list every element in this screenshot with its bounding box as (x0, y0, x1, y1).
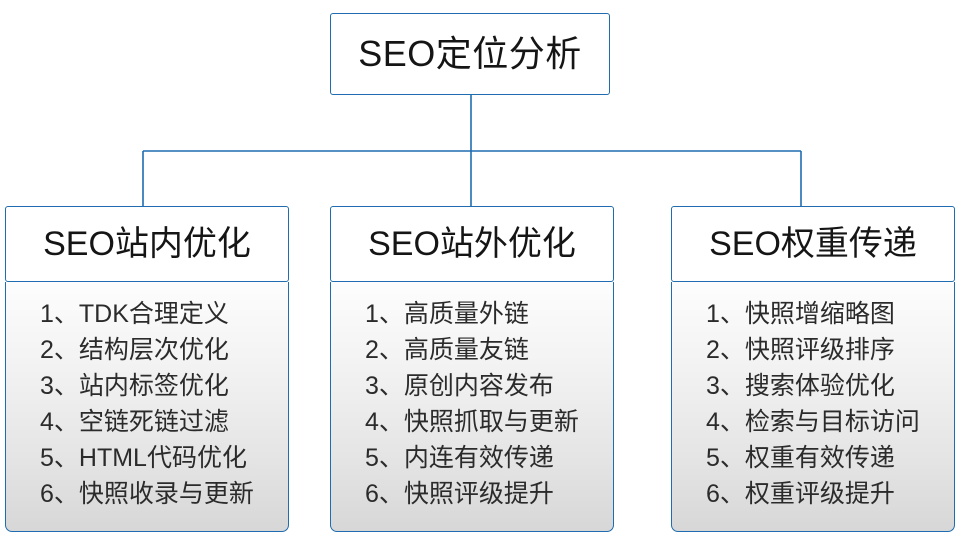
root-node-label: SEO定位分析 (358, 33, 582, 74)
list-item: 5、权重有效传递 (706, 444, 895, 472)
list-item: 6、快照收录与更新 (40, 480, 254, 508)
item-list-3: 1、快照增缩略图 2、快照评级排序 3、搜索体验优化 4、检索与目标访问 5、权… (672, 296, 954, 512)
column-header-label-2: SEO站外优化 (368, 225, 576, 263)
list-item: 3、站内标签优化 (40, 372, 229, 400)
root-node: SEO定位分析 (330, 13, 610, 95)
list-item: 2、快照评级排序 (706, 336, 895, 364)
column-header-label-3: SEO权重传递 (709, 225, 917, 263)
column-body-3: 1、快照增缩略图 2、快照评级排序 3、搜索体验优化 4、检索与目标访问 5、权… (671, 282, 955, 532)
column-seo-onsite: SEO站内优化 1、TDK合理定义 2、结构层次优化 3、站内标签优化 4、空链… (5, 206, 289, 532)
column-seo-offsite: SEO站外优化 1、高质量外链 2、高质量友链 3、原创内容发布 4、快照抓取与… (330, 206, 614, 532)
list-item: 6、快照评级提升 (365, 480, 554, 508)
list-item: 4、快照抓取与更新 (365, 408, 579, 436)
item-list-2: 1、高质量外链 2、高质量友链 3、原创内容发布 4、快照抓取与更新 5、内连有… (331, 296, 613, 512)
list-item: 5、内连有效传递 (365, 444, 554, 472)
list-item: 1、快照增缩略图 (706, 300, 895, 328)
column-header-3: SEO权重传递 (671, 206, 955, 282)
list-item: 1、TDK合理定义 (40, 300, 229, 328)
list-item: 1、高质量外链 (365, 300, 529, 328)
column-body-2: 1、高质量外链 2、高质量友链 3、原创内容发布 4、快照抓取与更新 5、内连有… (330, 282, 614, 532)
list-item: 4、检索与目标访问 (706, 408, 920, 436)
column-seo-weight-transfer: SEO权重传递 1、快照增缩略图 2、快照评级排序 3、搜索体验优化 4、检索与… (671, 206, 955, 532)
list-item: 3、搜索体验优化 (706, 372, 895, 400)
list-item: 4、空链死链过滤 (40, 408, 229, 436)
column-header-label-1: SEO站内优化 (43, 225, 251, 263)
column-header-2: SEO站外优化 (330, 206, 614, 282)
list-item: 6、权重评级提升 (706, 480, 895, 508)
list-item: 5、HTML代码优化 (40, 444, 247, 472)
column-body-1: 1、TDK合理定义 2、结构层次优化 3、站内标签优化 4、空链死链过滤 5、H… (5, 282, 289, 532)
column-header-1: SEO站内优化 (5, 206, 289, 282)
item-list-1: 1、TDK合理定义 2、结构层次优化 3、站内标签优化 4、空链死链过滤 5、H… (6, 296, 288, 512)
list-item: 2、高质量友链 (365, 336, 529, 364)
list-item: 2、结构层次优化 (40, 336, 229, 364)
list-item: 3、原创内容发布 (365, 372, 554, 400)
